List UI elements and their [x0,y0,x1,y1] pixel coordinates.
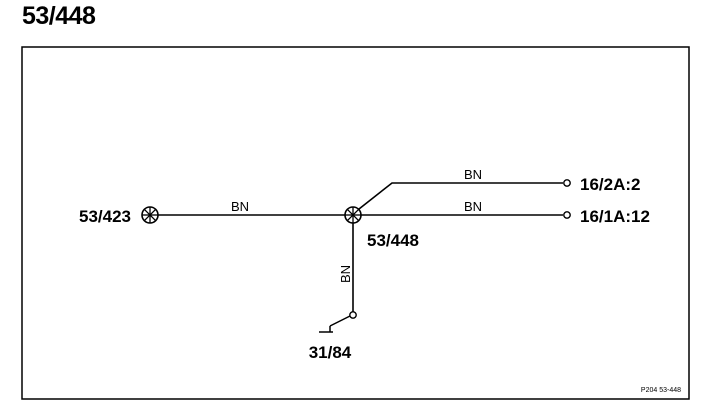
center-splice-label: 53/448 [367,231,419,250]
right-lower-terminal-label: 16/1A:12 [580,207,650,226]
ground-terminal-symbol[interactable] [349,311,357,319]
reference-code: P204 53-448 [641,387,681,394]
left-wire-label: BN [231,199,249,214]
ground-wire-label: BN [338,265,353,283]
right-lower-terminal-symbol[interactable] [563,211,571,219]
ground-icon [319,315,351,333]
left-connector-label: 53/423 [79,207,131,226]
diagram-frame [21,46,690,400]
right-upper-wire-label: BN [464,167,482,182]
left-connector-symbol[interactable] [141,206,159,224]
page-title: 53/448 [22,2,96,30]
right-lower-wire-label: BN [464,199,482,214]
right-upper-terminal-symbol[interactable] [563,179,571,187]
center-splice-symbol[interactable] [344,206,362,224]
right-upper-wire[interactable] [358,182,563,210]
ground-terminal-label: 31/84 [309,343,352,362]
right-upper-terminal-label: 16/2A:2 [580,175,640,194]
